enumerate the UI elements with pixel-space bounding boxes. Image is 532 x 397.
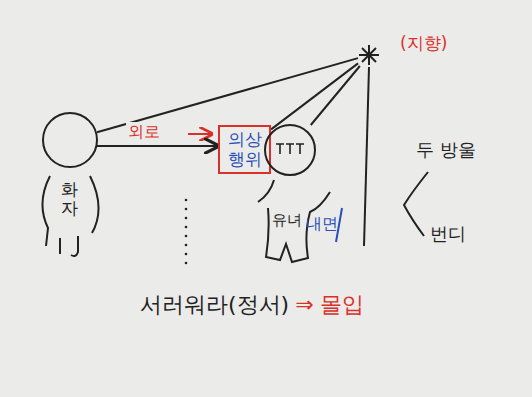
woman-figure xyxy=(258,122,338,272)
node-text: 유녀 xyxy=(272,212,302,229)
node-text: (지향) xyxy=(400,34,447,54)
connector xyxy=(97,145,218,147)
inner-label: 내면 xyxy=(306,214,338,235)
bracket xyxy=(404,172,428,236)
star-node: (지향) xyxy=(358,44,380,66)
node-text: 화자 xyxy=(61,180,78,217)
emotion-label: 서러워라(정서) xyxy=(140,290,289,320)
note-label: 번디 xyxy=(430,222,466,246)
immersion-label: 몰입 xyxy=(320,290,364,320)
node-text: 의상 행위 xyxy=(225,130,264,169)
speaker-node: 화자 xyxy=(28,108,118,258)
edge-label: 외로 xyxy=(126,122,162,143)
star-symbol xyxy=(358,44,380,66)
vertical-line xyxy=(364,67,369,246)
arrow-symbol: ⇒ xyxy=(295,292,313,317)
dotted-line xyxy=(185,199,188,265)
note-label: 두 방울 xyxy=(416,138,476,162)
woman-node: 유녀 xyxy=(258,122,338,272)
connector xyxy=(311,66,360,125)
red-arrow xyxy=(188,133,212,135)
appearance-box: 의상 행위 xyxy=(218,125,271,174)
bottom-row: 서러워라(정서)⇒ 몰입 xyxy=(140,290,364,320)
